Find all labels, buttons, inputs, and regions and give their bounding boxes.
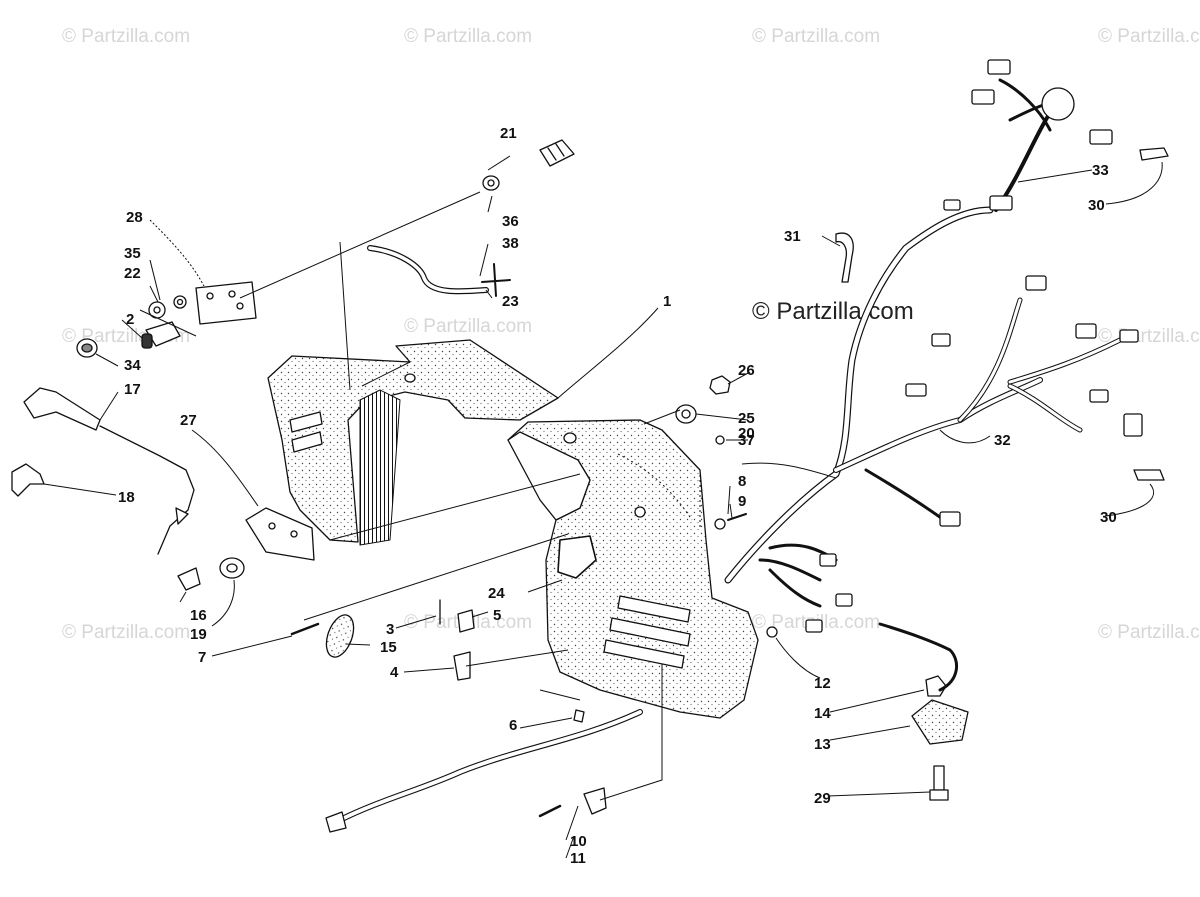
connector-21 (539, 139, 575, 167)
callout-27[interactable]: 27 (180, 412, 197, 429)
callout-10[interactable]: 10 (570, 833, 587, 850)
callout-4[interactable]: 4 (390, 664, 399, 681)
bolt-8-9 (714, 513, 747, 530)
callout-1[interactable]: 1 (663, 293, 672, 310)
callout-9[interactable]: 9 (738, 493, 747, 510)
center-watermark: © Partzilla.com (752, 298, 914, 325)
callout-15[interactable]: 15 (380, 639, 397, 656)
washer-37 (715, 435, 725, 445)
callout-7[interactable]: 7 (198, 649, 207, 666)
callout-25[interactable]: 25 (738, 410, 755, 427)
regulator-13 (911, 699, 969, 745)
nut-26 (709, 375, 731, 395)
callout-11[interactable]: 11 (570, 850, 586, 867)
tie-30-lower (1133, 469, 1165, 481)
callout-21[interactable]: 21 (500, 125, 517, 142)
watermark: © Partzilla.com (404, 26, 533, 47)
clip-16 (177, 567, 201, 591)
watermark: © Partzilla.com (62, 622, 191, 643)
console-housing (267, 339, 759, 719)
callout-31[interactable]: 31 (784, 228, 801, 245)
callout-30-lower[interactable]: 30 (1100, 509, 1117, 526)
plate-27 (245, 507, 315, 561)
throttle-cable-17 (23, 387, 195, 555)
callout-3[interactable]: 3 (386, 621, 395, 638)
bracket-18 (11, 463, 45, 497)
clip-5 (457, 609, 475, 633)
callout-35[interactable]: 35 (124, 245, 141, 262)
callout-6[interactable]: 6 (509, 717, 518, 734)
mounting-plate-28 (195, 281, 257, 325)
watermark: © Partzilla.com (752, 26, 881, 47)
callout-13[interactable]: 13 (814, 736, 831, 753)
callout-16[interactable]: 16 (190, 607, 207, 624)
hose-38 (367, 245, 489, 295)
screw-6 (573, 709, 585, 723)
washer-12 (766, 626, 778, 638)
switch-nut-22 (148, 301, 166, 319)
callout-26[interactable]: 26 (738, 362, 755, 379)
callout-33[interactable]: 33 (1092, 162, 1109, 179)
callout-18[interactable]: 18 (118, 489, 135, 506)
washer-25 (675, 404, 697, 424)
callout-5[interactable]: 5 (493, 607, 502, 624)
watermark: © Partzilla.com (1098, 26, 1200, 47)
callout-22[interactable]: 22 (124, 265, 141, 282)
tie-30-upper (1139, 147, 1169, 161)
callout-28[interactable]: 28 (126, 209, 143, 226)
callout-37[interactable]: 37 (738, 432, 755, 449)
switch-2 (141, 321, 181, 349)
bulb-socket-10-11 (538, 787, 607, 818)
clamp-4 (453, 651, 471, 681)
nut-14 (878, 622, 959, 697)
watermark: © Partzilla.com (404, 316, 533, 337)
watermark: © Partzilla.com (1098, 622, 1200, 643)
watermark: © Partzilla.com (62, 26, 191, 47)
callout-23[interactable]: 23 (502, 293, 519, 310)
callout-14[interactable]: 14 (814, 705, 831, 722)
knob-19 (219, 557, 245, 579)
callout-12[interactable]: 12 (814, 675, 831, 692)
callout-20[interactable]: 20 (738, 425, 755, 442)
callout-17[interactable]: 17 (124, 381, 141, 398)
callout-32[interactable]: 32 (994, 432, 1011, 449)
lens-15 (325, 614, 355, 658)
washer-35 (173, 295, 187, 309)
fitting-23 (481, 263, 511, 297)
leader-lines (43, 155, 1163, 859)
harness-lower (325, 709, 643, 833)
callout-38[interactable]: 38 (502, 235, 519, 252)
callout-34[interactable]: 34 (124, 357, 141, 374)
bulb-7 (290, 622, 320, 636)
callout-19[interactable]: 19 (190, 626, 207, 643)
callout-29[interactable]: 29 (814, 790, 831, 807)
callout-2[interactable]: 2 (126, 311, 135, 328)
grommet-36 (482, 175, 500, 191)
callout-30-upper[interactable]: 30 (1088, 197, 1105, 214)
callout-24[interactable]: 24 (488, 585, 505, 602)
main-harness (724, 59, 1143, 633)
callout-36[interactable]: 36 (502, 213, 519, 230)
grommet-34 (76, 338, 98, 358)
bolt-29 (929, 765, 949, 801)
clamp-31 (835, 232, 854, 283)
callout-8[interactable]: 8 (738, 473, 747, 490)
